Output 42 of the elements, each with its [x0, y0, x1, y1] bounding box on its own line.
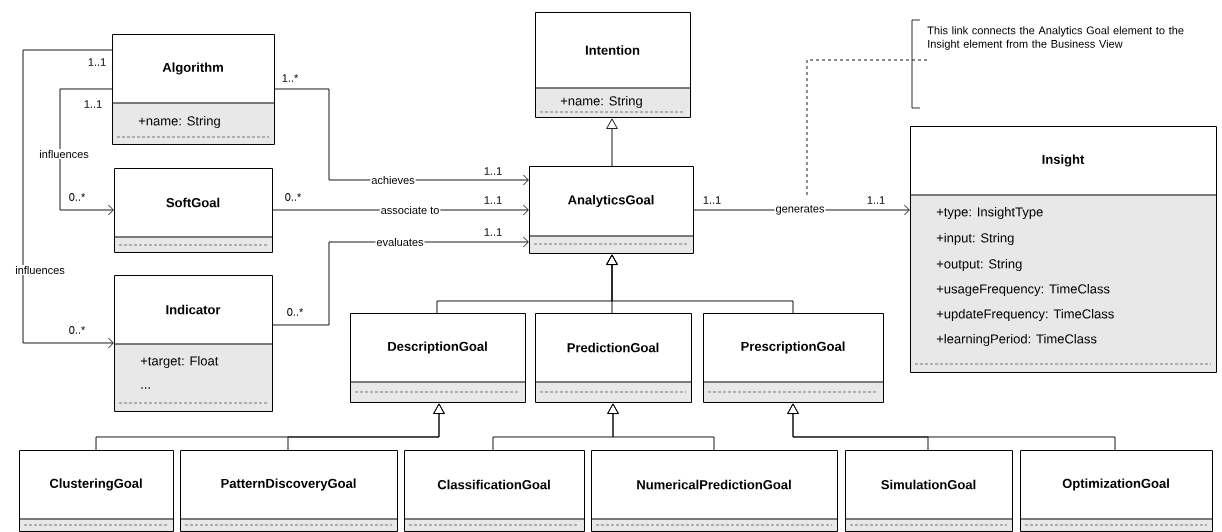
class-box: DescriptionGoal [349, 313, 526, 403]
edge-label: influences [14, 264, 66, 276]
multiplicity-label: 1..1 [84, 100, 102, 108]
association-arrow [59, 88, 114, 216]
multiplicity-label: 0..* [287, 308, 304, 316]
class-box: NumericalPredictionGoal [590, 450, 838, 532]
class-box: Intention +name: String [534, 12, 691, 118]
leader-line [806, 59, 928, 196]
edge-label: evaluates [375, 236, 425, 248]
class-box: PatternDiscoveryGoal [179, 450, 398, 532]
class-box: Indicator +target: Float ... [113, 275, 273, 412]
association-arrow [606, 118, 618, 167]
class-box: SimulationGoal [844, 450, 1013, 532]
class-box: ClusteringGoal [18, 450, 174, 532]
class-box: OptimizationGoal [1019, 450, 1213, 532]
edge-label: influences [38, 148, 90, 160]
association-arrow [287, 403, 445, 451]
class-box: Insight +type: InsightType +input: String +output: String +usageFrequency: TimeClass +updateFrequency: TimeClass +learningPeriod: TimeClass [909, 126, 1217, 373]
multiplicity-label: 1..1 [703, 196, 721, 204]
class-box: PrescriptionGoal [702, 313, 884, 403]
multiplicity-label: 1..1 [484, 196, 502, 204]
class-box: ClassificationGoal [403, 450, 585, 532]
note: This link connects the Analytics Goal element to the Insight element from the Business View [911, 19, 1184, 109]
class-box: SoftGoal [113, 168, 273, 253]
edge-label: associate to [379, 204, 441, 216]
multiplicity-label: 1..1 [484, 167, 502, 175]
multiplicity-label: 1..1 [88, 58, 106, 66]
association-arrow [606, 254, 794, 314]
class-box: Algorithm +name: String [111, 34, 275, 145]
multiplicity-label: 1..1 [867, 196, 885, 204]
multiplicity-label: 0..* [69, 193, 86, 201]
multiplicity-label: 1..* [282, 74, 299, 82]
edge-label: achieves [370, 174, 416, 186]
association-arrow [22, 49, 114, 349]
association-arrow [607, 403, 715, 451]
multiplicity-label: 0..* [285, 193, 302, 201]
class-box: PredictionGoal [534, 313, 692, 403]
association-arrow [787, 403, 1116, 451]
multiplicity-label: 0..* [69, 326, 86, 334]
multiplicity-label: 1..1 [484, 228, 502, 236]
edge-label: generates [774, 204, 826, 216]
class-box: AnalyticsGoal [528, 166, 694, 254]
